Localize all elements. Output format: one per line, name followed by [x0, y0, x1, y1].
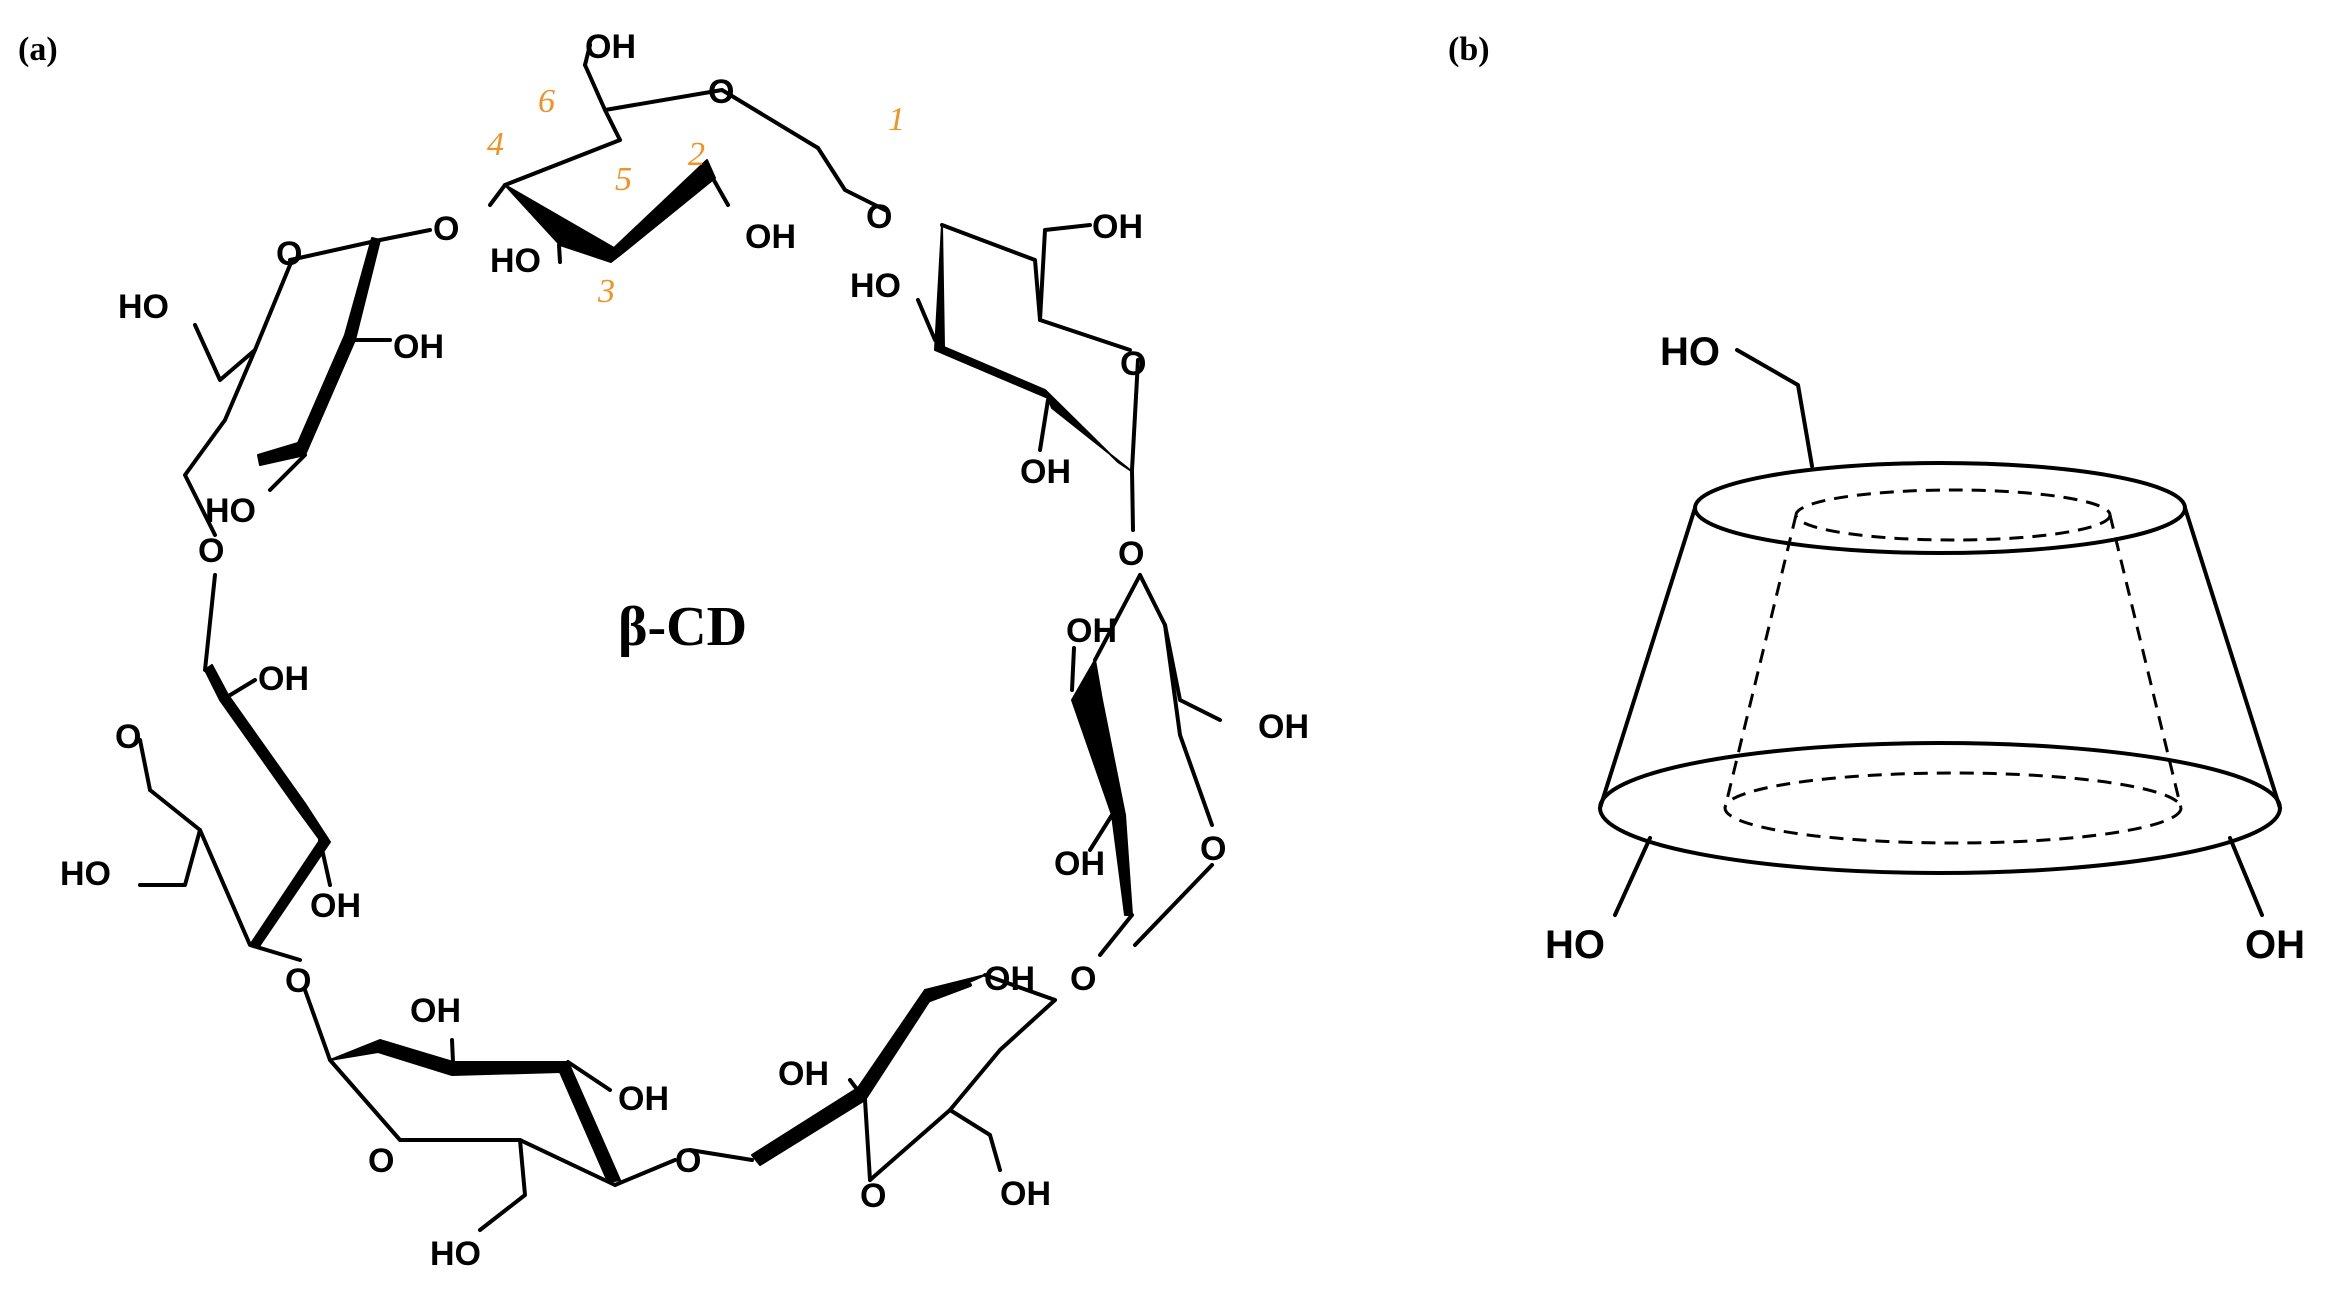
oxygen-atom-labels: O O O O O O O O O O O O O O: [115, 73, 1226, 1215]
carbon-number-2: 2: [688, 136, 705, 173]
hydroxyl-label: HO: [850, 267, 901, 305]
carbon-number-6: 6: [538, 83, 555, 120]
hydroxyl-label: HO: [490, 242, 541, 280]
hydroxyl-label: OH: [310, 887, 361, 925]
oxygen-label: O: [866, 198, 892, 236]
oxygen-label: O: [198, 532, 224, 570]
hydroxyl-label: OH: [258, 660, 309, 698]
glucose-unit: [916, 223, 1140, 532]
oxygen-label: O: [860, 1177, 886, 1215]
hydroxyl-label: OH: [410, 992, 461, 1030]
hydroxyl-label: OH: [618, 1080, 669, 1118]
hydroxyl-label: OH: [984, 960, 1035, 998]
hydroxyl-label: HO: [205, 492, 256, 530]
hydroxyl-label: OH: [1092, 208, 1143, 246]
oxygen-label: O: [433, 210, 459, 248]
cavity-top-rim: [1794, 488, 2112, 542]
carbon-numbering: 1 2 3 4 5 6: [487, 83, 905, 310]
hydroxyl-label: OH: [1066, 612, 1117, 650]
glucose-unit: [303, 988, 677, 1232]
hydroxyl-labels: OH OH HO OH HO OH OH OH OH OH OH OH OH O…: [60, 28, 1309, 1273]
cone-right-hydroxyl: OH: [2245, 923, 2305, 967]
hydroxyl-label: OH: [745, 218, 796, 256]
molecule-name: β-CD: [618, 596, 747, 658]
oxygen-label: O: [285, 962, 311, 1000]
hydroxyl-label: OH: [1000, 1175, 1051, 1213]
oxygen-label: O: [368, 1142, 394, 1180]
hydroxyl-label: HO: [430, 1235, 481, 1273]
cone-left-hydroxyl: HO: [1545, 923, 1605, 967]
beta-cyclodextrin-structure: [138, 43, 1222, 1232]
hydroxyl-label: HO: [60, 855, 111, 893]
truncated-cone-model: [1598, 348, 2282, 917]
glucose-unit: [1070, 573, 1222, 957]
oxygen-label: O: [276, 235, 302, 273]
hydroxyl-label: OH: [1054, 845, 1105, 883]
oxygen-label: O: [1118, 535, 1144, 573]
glucose-unit: [488, 43, 887, 264]
oxygen-label: O: [115, 718, 141, 756]
cone-top-hydroxyl: HO: [1660, 330, 1720, 374]
carbon-number-1: 1: [888, 101, 905, 138]
carbon-number-5: 5: [615, 161, 632, 198]
panel-label-b: (b): [1448, 31, 1490, 68]
glucose-unit: [138, 573, 332, 962]
hydroxyl-label: OH: [1020, 453, 1071, 491]
hydroxyl-label: OH: [393, 328, 444, 366]
carbon-number-4: 4: [487, 126, 504, 163]
hydroxyl-label: OH: [778, 1055, 829, 1093]
oxygen-label: O: [1200, 830, 1226, 868]
cone-bottom-rim: [1598, 741, 2282, 875]
oxygen-label: O: [675, 1142, 701, 1180]
hydroxyl-label: OH: [585, 28, 636, 66]
oxygen-label: O: [1120, 345, 1146, 383]
panel-label-a: (a): [18, 31, 58, 68]
glucose-unit: [183, 228, 432, 537]
cavity-bottom-rim: [1723, 771, 2183, 845]
hydroxyl-label: OH: [1258, 708, 1309, 746]
hydroxyl-label: HO: [118, 288, 169, 326]
carbon-number-3: 3: [597, 273, 615, 310]
oxygen-label: O: [708, 73, 734, 111]
cone-top-rim: [1693, 461, 2187, 555]
oxygen-label: O: [1070, 960, 1096, 998]
glucose-unit: [688, 973, 1057, 1182]
